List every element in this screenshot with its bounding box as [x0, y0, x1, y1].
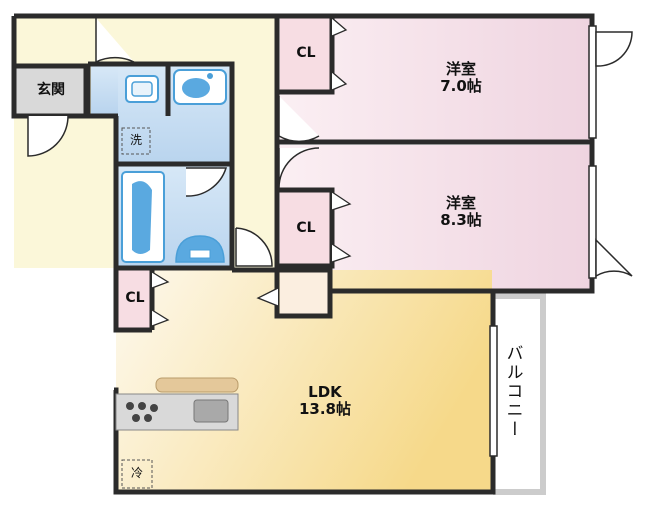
- western-room-2-size: 8.3帖: [440, 211, 482, 230]
- closet-door-marks: [151, 17, 352, 327]
- fridge-space: [121, 459, 153, 489]
- entrance-label: 玄関: [37, 82, 65, 98]
- closet-2: [280, 192, 332, 264]
- ldk-label: LDK 13.8帖: [290, 383, 360, 419]
- closet-1: [280, 18, 332, 92]
- wash-basin: [173, 69, 227, 105]
- washer-space: [121, 127, 151, 155]
- toilet-fixture: [125, 75, 159, 103]
- closet-2-label: CL: [296, 220, 316, 236]
- windows: [489, 25, 597, 457]
- western-room-2-name: 洋室: [445, 194, 476, 212]
- balcony: [493, 293, 546, 495]
- western-room-1-name: 洋室: [445, 60, 476, 78]
- fridge-label: 冷: [130, 466, 143, 480]
- bathtub: [121, 171, 165, 263]
- western-room-1-size: 7.0帖: [440, 77, 482, 96]
- western-room-1-label: 洋室 7.0帖: [428, 60, 494, 96]
- bath-basin: [175, 235, 225, 263]
- western-room-2-label: 洋室 8.3帖: [428, 194, 494, 230]
- ldk-name: LDK: [308, 383, 342, 401]
- ldk-storage: [280, 270, 328, 316]
- washer-label: 洗: [129, 133, 142, 147]
- ldk-size: 13.8帖: [298, 400, 351, 419]
- balcony-label: バルコニー: [502, 344, 523, 439]
- closet-3-label: CL: [125, 290, 145, 306]
- closet-1-label: CL: [296, 45, 316, 61]
- kitchen-counter: [115, 377, 239, 431]
- doors: [27, 18, 633, 278]
- entrance-area: [14, 66, 86, 116]
- closet-3: [116, 270, 152, 330]
